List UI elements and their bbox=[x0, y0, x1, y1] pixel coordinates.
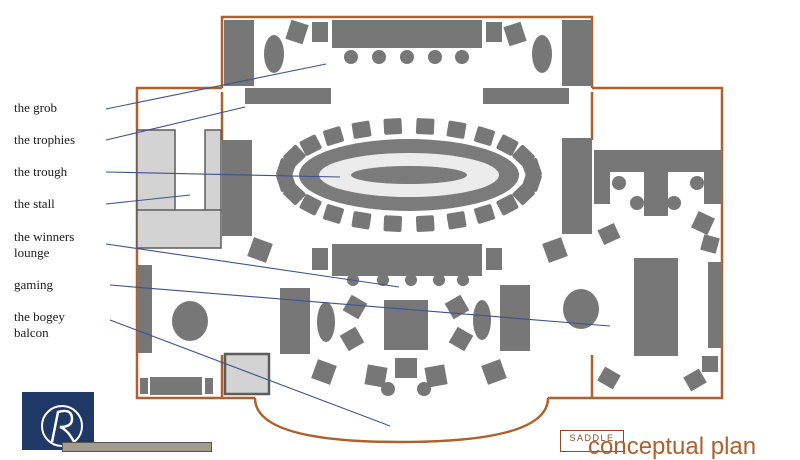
bar-stool bbox=[299, 194, 322, 216]
area-the-trough bbox=[276, 118, 542, 232]
bar-stool bbox=[383, 118, 403, 135]
area-central-seating bbox=[280, 285, 530, 396]
bar-stool bbox=[323, 126, 344, 146]
plan-title: conceptual plan bbox=[588, 433, 757, 460]
photo-strip bbox=[62, 442, 212, 452]
bar-stool bbox=[446, 120, 467, 139]
bar-stool bbox=[474, 126, 495, 146]
area-the-bogey-balcon bbox=[137, 265, 271, 396]
bar-stool bbox=[383, 215, 403, 232]
bar-stool bbox=[415, 118, 435, 135]
floor-plan bbox=[105, 15, 724, 444]
pointer-the-grob bbox=[105, 63, 327, 110]
label-the-bogey-balcon: the bogey balcon bbox=[14, 309, 65, 340]
bar-stool bbox=[474, 204, 495, 224]
area-the-winners-lounge bbox=[312, 237, 568, 286]
label-pointers bbox=[105, 63, 611, 427]
bar-stool bbox=[512, 182, 535, 205]
monogram-logo-icon bbox=[22, 392, 94, 450]
pointer-the-bogey-balcon bbox=[109, 319, 391, 427]
bar-stool bbox=[415, 215, 435, 232]
label-the-stall: the stall bbox=[14, 196, 55, 211]
pointer-the-winners-lounge bbox=[105, 243, 400, 288]
pointer-the-trough bbox=[105, 171, 341, 178]
bar-stool bbox=[283, 145, 306, 168]
bar-stool bbox=[496, 134, 519, 156]
bar-stool bbox=[351, 120, 372, 139]
pointer-gaming bbox=[109, 284, 611, 327]
area-the-grob bbox=[224, 19, 592, 104]
pointer-the-stall bbox=[105, 194, 191, 205]
bar-stool bbox=[299, 134, 322, 156]
bar-stool bbox=[323, 204, 344, 224]
label-the-grob: the grob bbox=[14, 100, 57, 115]
label-gaming: gaming bbox=[14, 277, 53, 292]
label-the-trough: the trough bbox=[14, 164, 68, 179]
area-gaming bbox=[562, 138, 722, 392]
bar-stool bbox=[522, 158, 542, 180]
area-the-stall bbox=[136, 129, 273, 263]
bar-stool bbox=[351, 211, 372, 230]
brand-name: SADDLE bbox=[569, 433, 615, 443]
pointer-the-trophies bbox=[105, 106, 246, 141]
bar-stool bbox=[446, 211, 467, 230]
label-the-trophies: the trophies bbox=[14, 132, 76, 147]
bar-stool bbox=[496, 194, 519, 216]
label-the-winners-lounge: the winners lounge bbox=[14, 229, 75, 260]
